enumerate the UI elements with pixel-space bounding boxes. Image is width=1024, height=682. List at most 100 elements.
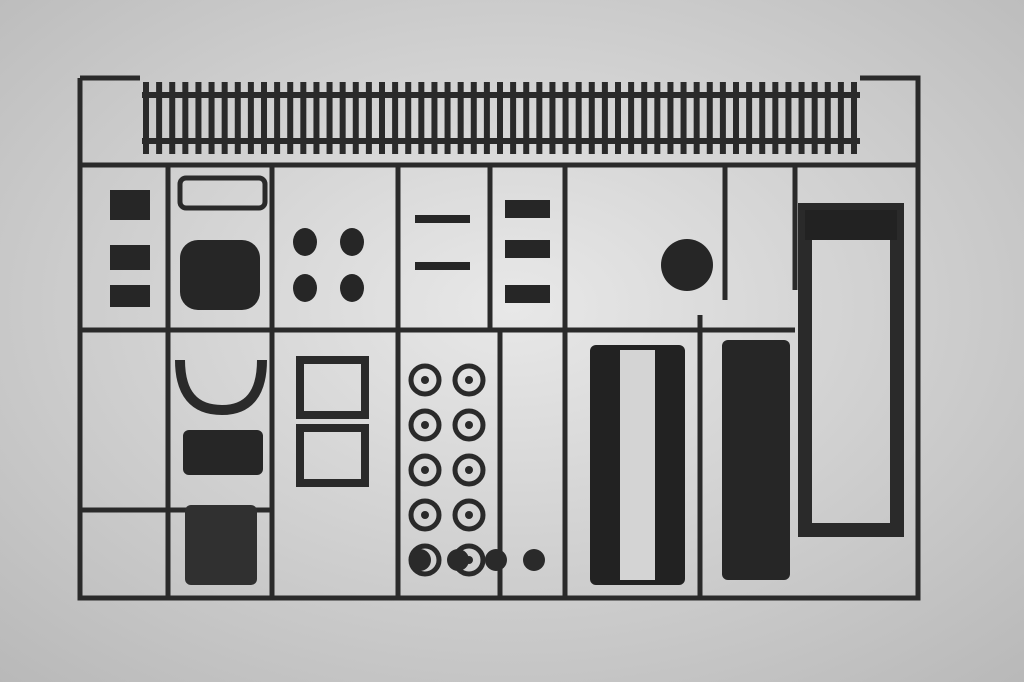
track-ties — [143, 82, 857, 154]
track-tie — [575, 82, 582, 154]
track-tie — [601, 82, 608, 154]
track-tie — [195, 82, 202, 154]
track-tie — [405, 82, 412, 154]
track-tie — [615, 82, 621, 154]
track-tie — [497, 82, 503, 154]
valve-gear-part — [415, 262, 470, 270]
dome-part — [661, 239, 713, 291]
track-tie — [143, 82, 149, 154]
wheel-part — [408, 498, 442, 532]
track-tie — [549, 82, 556, 154]
cab-roof-part — [180, 240, 260, 310]
wheel-part — [452, 408, 486, 442]
track-tie — [274, 82, 281, 154]
wheel-part — [408, 453, 442, 487]
track-tie — [444, 82, 451, 154]
track-tie — [510, 82, 517, 154]
disc-part — [523, 549, 545, 571]
smokebox-door-part — [296, 424, 369, 487]
wheel-hub — [465, 421, 473, 429]
track-tie — [772, 82, 779, 154]
track-tie — [313, 82, 320, 154]
track-tie — [588, 82, 595, 154]
smokebox-door-part — [296, 356, 369, 419]
track-tie — [746, 82, 753, 154]
track-tie — [706, 82, 713, 154]
wheel-part — [452, 363, 486, 397]
track-tie — [628, 82, 635, 154]
wheel-part — [408, 408, 442, 442]
track-tie — [287, 82, 294, 154]
track-tie — [824, 82, 831, 154]
wheel-part — [452, 453, 486, 487]
disc-part — [409, 549, 431, 571]
track-tie — [785, 82, 792, 154]
track-tie — [654, 82, 661, 154]
track-tie — [182, 82, 189, 154]
track-tie — [379, 82, 385, 154]
track-tie — [261, 82, 267, 154]
track-tie — [719, 82, 726, 154]
wheel-part — [408, 363, 442, 397]
track-tie — [641, 82, 648, 154]
track-tie — [759, 82, 766, 154]
cylinder-part — [340, 274, 364, 302]
valve-gear-part — [505, 285, 550, 303]
track-tie — [837, 82, 844, 154]
cab-front-part — [175, 359, 267, 416]
cab-part — [177, 175, 268, 211]
track-tie — [208, 82, 215, 154]
track-tie — [536, 82, 543, 154]
parts — [110, 175, 904, 585]
track-tie — [221, 82, 228, 154]
valve-gear-part — [415, 215, 470, 223]
track-tie — [392, 82, 399, 154]
track-tie — [431, 82, 438, 154]
track-tie — [680, 82, 687, 154]
track-tie — [798, 82, 805, 154]
cylinder-part — [293, 228, 317, 256]
disc-part — [485, 549, 507, 571]
track-tie — [300, 82, 307, 154]
chassis-slot — [620, 350, 655, 580]
wheel-hub — [421, 376, 429, 384]
track-tie — [470, 82, 477, 154]
bracket-part — [110, 285, 150, 307]
cylinder-part — [340, 228, 364, 256]
track-tie — [667, 82, 674, 154]
track-tie — [733, 82, 739, 154]
valve-gear-part — [505, 240, 550, 258]
wheel-hub — [421, 511, 429, 519]
boiler-part — [185, 505, 257, 585]
track-tie — [339, 82, 346, 154]
track-tie — [234, 82, 241, 154]
track-tie — [352, 82, 359, 154]
track-tie — [562, 82, 569, 154]
wheel-hub — [465, 466, 473, 474]
wheels — [408, 363, 545, 577]
wheel-hub — [421, 466, 429, 474]
track-tie — [457, 82, 464, 154]
track-tie — [156, 82, 163, 154]
track-tie — [169, 82, 176, 154]
track-tie — [811, 82, 818, 154]
track-tie — [523, 82, 530, 154]
bracket-part — [110, 190, 150, 220]
cab-side-part — [183, 430, 263, 475]
wheel-hub — [421, 421, 429, 429]
frame-top-part — [805, 210, 897, 240]
track-tie — [418, 82, 425, 154]
track-tie — [326, 82, 333, 154]
bracket-part — [110, 245, 150, 270]
outer-runner — [77, 75, 921, 601]
cylinder-part — [293, 274, 317, 302]
valve-gear-part — [505, 200, 550, 218]
track-tie — [693, 82, 700, 154]
wheel-part — [452, 498, 486, 532]
track-tie — [483, 82, 490, 154]
track-tie — [365, 82, 372, 154]
disc-part — [447, 549, 469, 571]
tender-body-part — [722, 340, 790, 580]
track-tie — [851, 82, 857, 154]
